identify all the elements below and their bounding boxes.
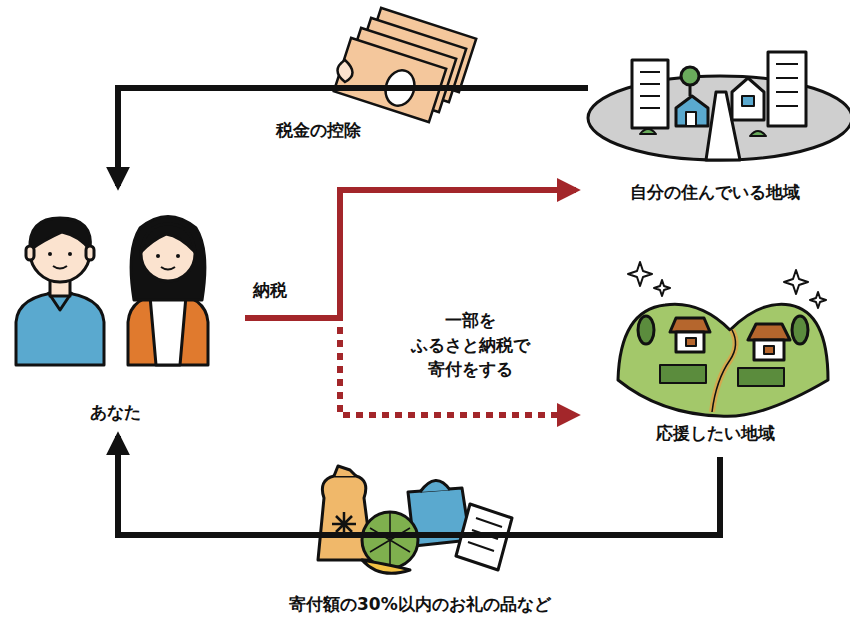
flow-label: 一部をふるさと納税で寄付をする: [407, 308, 534, 382]
gifts-illustration: [318, 466, 512, 573]
town-illustration: [588, 52, 850, 160]
people-illustration: [16, 217, 208, 366]
person-node: あなた: [10, 190, 245, 432]
flow-arrow: [118, 436, 720, 535]
money-illustration: [334, 8, 476, 122]
flow-label: 納税: [249, 278, 291, 303]
area-label: 応援したい地域: [653, 422, 778, 445]
flow-arrow: [118, 88, 588, 186]
village-node: 応援したい地域: [580, 255, 850, 455]
flow-arrow: [245, 190, 576, 318]
flow-label: 税金の控除: [272, 118, 365, 143]
area-label: 自分の住んでいる地域: [627, 181, 803, 204]
area-label: あなた: [87, 401, 144, 424]
flow-label: 寄付額の30%以内のお礼の品など: [285, 592, 555, 617]
town-node: 自分の住んでいる地域: [580, 48, 850, 208]
village-illustration: [618, 262, 828, 416]
